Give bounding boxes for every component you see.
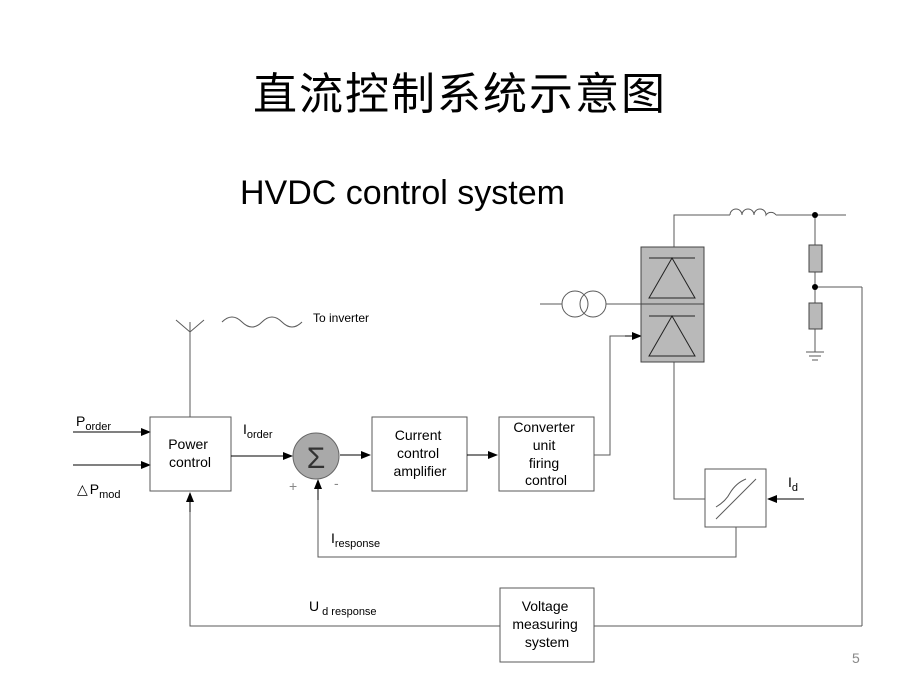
slide-title-chinese: 直流控制系统示意图 bbox=[253, 69, 667, 120]
transducer-curve bbox=[715, 478, 747, 508]
antenna-icon bbox=[175, 319, 205, 333]
converter-valve-upper bbox=[648, 256, 696, 299]
transformer-secondary bbox=[579, 290, 607, 318]
junction-mid bbox=[812, 284, 818, 290]
i-response-label: Iresponse bbox=[331, 530, 380, 550]
firing-control-box bbox=[498, 416, 595, 492]
summing-junction bbox=[292, 432, 340, 480]
smoothing-reactor bbox=[729, 208, 777, 217]
converter-valve-lower bbox=[648, 314, 696, 357]
firing-signal-line bbox=[594, 335, 640, 456]
i-d-label: Id bbox=[788, 474, 798, 494]
resistor-bottom bbox=[808, 302, 823, 330]
power-control-box bbox=[149, 416, 232, 492]
resistor-top bbox=[808, 244, 823, 273]
voltage-measuring-label: Voltage measuring system bbox=[512, 598, 581, 650]
p-order-label: Porder bbox=[76, 413, 111, 433]
voltage-measuring-box bbox=[499, 587, 595, 663]
plus-sign: + bbox=[289, 478, 297, 494]
page-number: 5 bbox=[852, 650, 860, 666]
minus-sign: - bbox=[334, 475, 339, 491]
current-transducer-box bbox=[704, 468, 767, 528]
dc-line-bottom bbox=[673, 362, 705, 500]
transformer-primary bbox=[561, 290, 589, 318]
current-amplifier-label: Current control amplifier bbox=[394, 427, 447, 479]
delta-p-mod-label: △Pmod bbox=[77, 481, 121, 501]
i-response-line bbox=[317, 483, 737, 558]
power-control-label: Power control bbox=[168, 436, 212, 470]
dc-line-top bbox=[673, 214, 730, 247]
signal-wave bbox=[221, 316, 303, 328]
to-inverter-label: To inverter bbox=[313, 311, 369, 325]
current-amplifier-box bbox=[371, 416, 468, 492]
firing-control-label: Converter unit firing control bbox=[513, 419, 578, 488]
transducer-diagonal bbox=[715, 478, 757, 520]
ud-response-line bbox=[189, 493, 500, 627]
junction-top bbox=[812, 212, 818, 218]
slide-title-english: HVDC control system bbox=[240, 174, 565, 212]
sigma-symbol: Σ bbox=[307, 442, 326, 475]
i-order-label: Iorder bbox=[243, 421, 273, 441]
